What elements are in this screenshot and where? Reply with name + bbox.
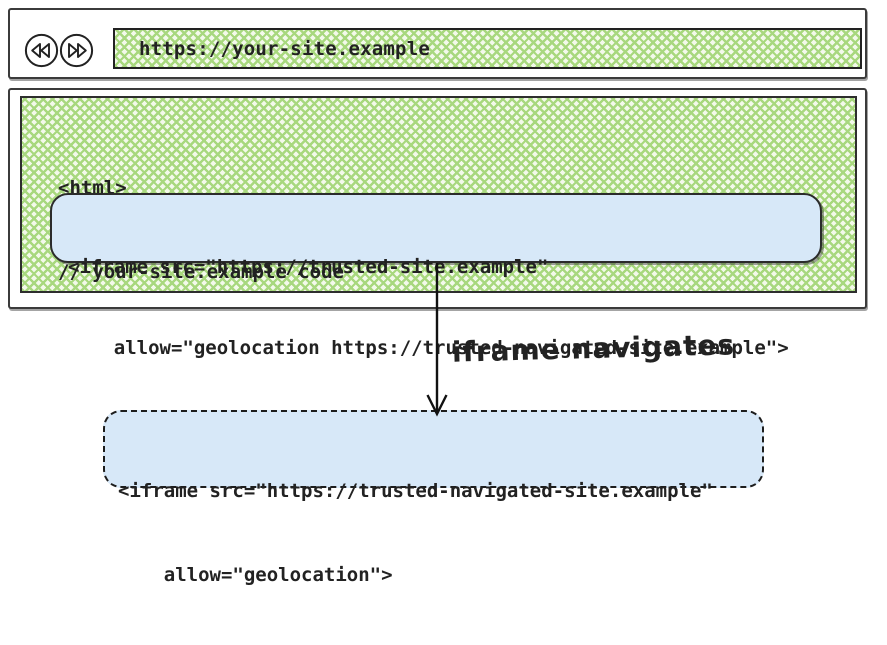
back-button — [24, 33, 59, 68]
url-text: https://your-site.example — [139, 37, 430, 60]
double-left-arrow-icon — [24, 33, 59, 68]
code-line: <iframe src="https://trusted-site.exampl… — [68, 256, 549, 278]
down-arrow-icon — [426, 263, 448, 417]
navigated-iframe-box: <iframe src="https://trusted-navigated-s… — [103, 410, 764, 586]
double-right-arrow-icon — [59, 33, 94, 68]
code-line: allow="geolocation"> — [118, 564, 393, 586]
code-line: allow="geolocation https://trusted-navig… — [68, 337, 789, 359]
browser-content-window: <html> // your-site.example code <iframe… — [8, 88, 867, 359]
url-bar: https://your-site.example — [113, 28, 862, 69]
your-site-page: <html> // your-site.example code <iframe… — [20, 96, 857, 359]
forward-button — [59, 33, 94, 68]
code-line: // your-site.example code — [58, 261, 344, 283]
iframe-code: <iframe src="https://trusted-site.exampl… — [52, 195, 820, 416]
browser-toolbar: https://your-site.example — [8, 8, 867, 79]
iframe-embed-box: <iframe src="https://trusted-site.exampl… — [50, 193, 822, 359]
navigated-iframe-code: <iframe src="https://trusted-navigated-s… — [105, 412, 762, 645]
code-line: <iframe src="https://trusted-navigated-s… — [118, 480, 713, 502]
